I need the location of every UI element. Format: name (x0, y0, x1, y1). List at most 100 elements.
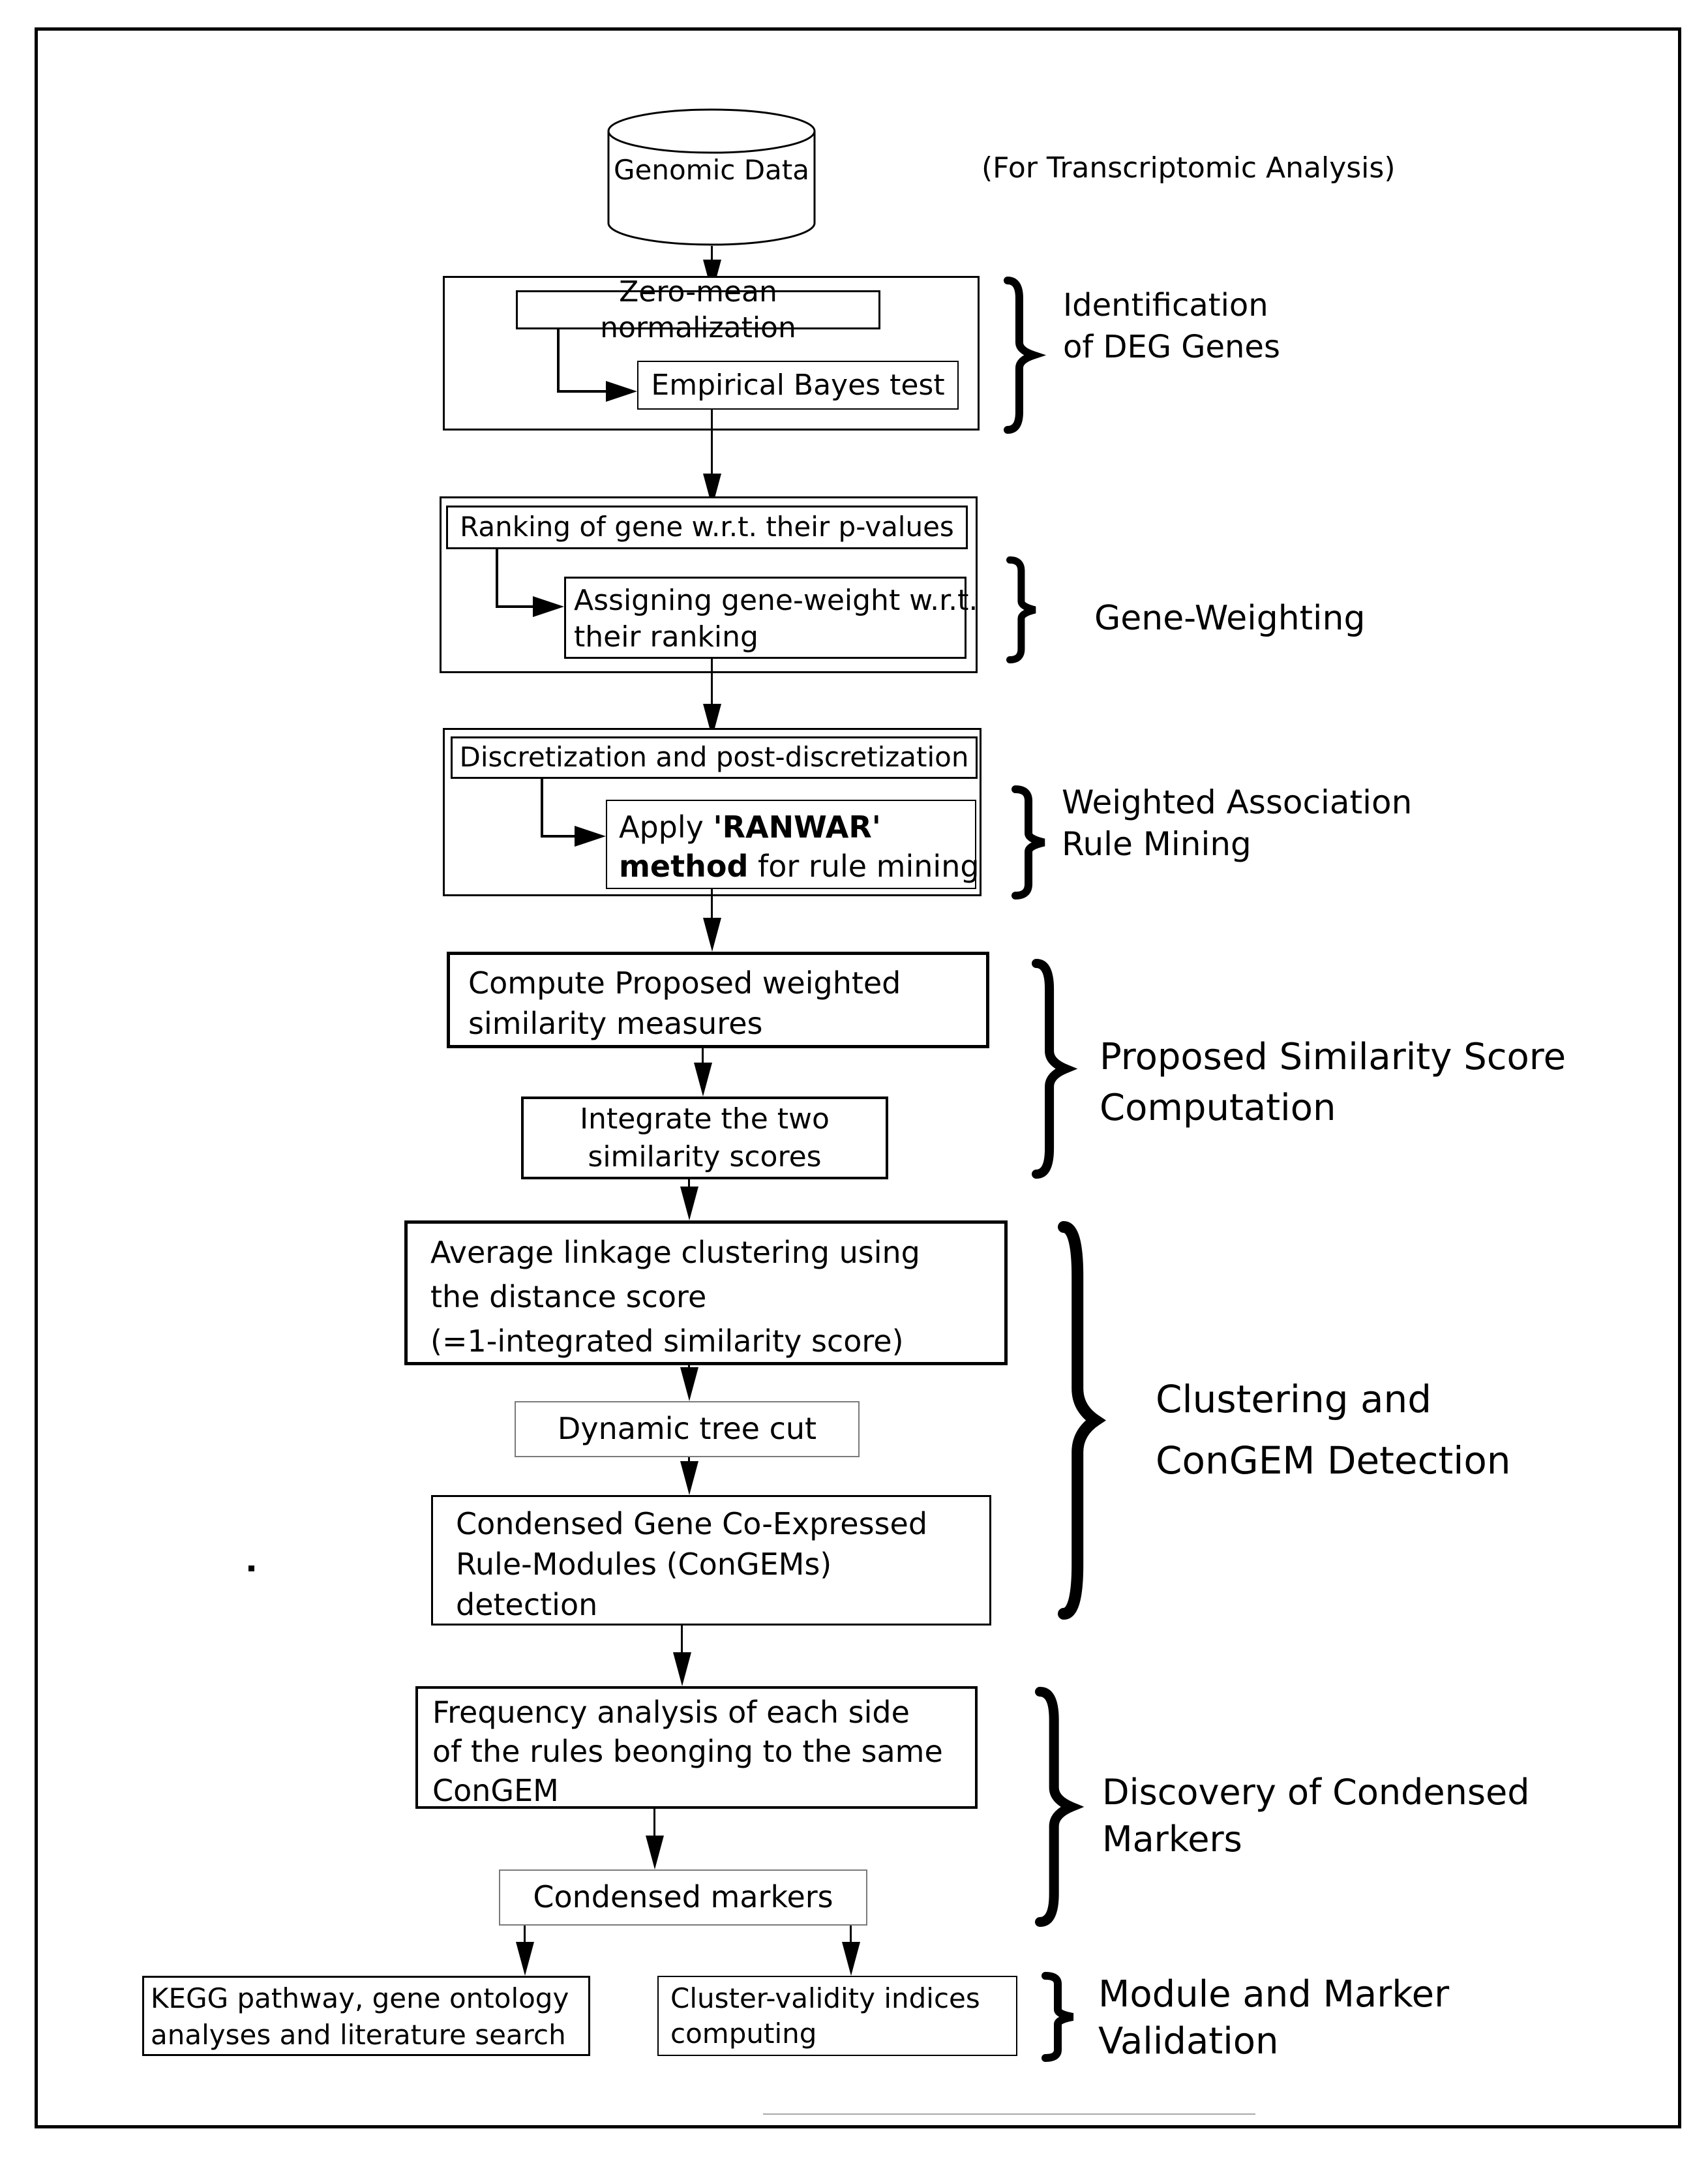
stage-label-line: Rule Mining (1062, 825, 1251, 863)
stage-label-gene-weighting: Gene-Weighting (1094, 597, 1365, 641)
arrowhead-down-icon (516, 1942, 534, 1976)
congems-line: detection (456, 1587, 598, 1622)
arrowhead-down-icon (680, 1367, 698, 1401)
box-apply-ranwar: Apply 'RANWAR' method for rule mining (606, 800, 980, 889)
arrowhead-down-icon (673, 1652, 691, 1686)
flow-line (653, 1809, 655, 1836)
stage-label-line: Markers (1102, 1819, 1242, 1860)
frequency-line: Frequency analysis of each side (432, 1695, 910, 1730)
stage-label-similarity-score: Proposed Similarity Score Computation (1100, 1032, 1566, 1134)
kegg-line: KEGG pathway, gene ontology (151, 1982, 569, 2014)
box-condensed-markers: Condensed markers (499, 1869, 867, 1926)
flow-line (711, 659, 713, 704)
elbow-line (557, 328, 560, 391)
ranwar-text: Apply (619, 809, 713, 845)
arrowhead-right-icon (575, 826, 606, 847)
flow-line (850, 1926, 852, 1942)
brace-similarity-score (1032, 959, 1078, 1179)
flow-line (711, 889, 713, 918)
stage-label-discovery: Discovery of Condensed Markers (1102, 1769, 1530, 1863)
database-cylinder-icon (607, 108, 816, 246)
stage-label-line: of DEG Genes (1063, 329, 1280, 365)
genomic-data-label: Genomic Data (613, 154, 809, 186)
brace-rule-mining (1011, 785, 1045, 900)
compute-line: similarity measures (468, 1006, 763, 1041)
bottom-divider-line (763, 2113, 1255, 2115)
box-assigning-weight: Assigning gene-weight w.r.t. their ranki… (564, 577, 978, 659)
flow-line (702, 1048, 704, 1063)
congems-line: Condensed Gene Co-Expressed (456, 1506, 928, 1541)
arrowhead-down-icon (703, 918, 721, 952)
stage-label-line: Identification (1063, 287, 1268, 324)
average-line: the distance score (430, 1279, 707, 1314)
condensed-markers-label: Condensed markers (533, 1879, 833, 1915)
box-kegg-pathway: KEGG pathway, gene ontology analyses and… (142, 1976, 590, 2056)
kegg-line: analyses and literature search (151, 2019, 566, 2051)
integrate-line: similarity scores (588, 1140, 822, 1173)
average-line: Average linkage clustering using (430, 1235, 920, 1270)
stage-label-line: Proposed Similarity Score (1100, 1036, 1566, 1078)
arrowhead-down-icon (680, 1461, 698, 1495)
box-empirical-bayes: Empirical Bayes test (637, 361, 959, 410)
elbow-line (541, 835, 576, 838)
stage-label-line: Computation (1100, 1087, 1336, 1129)
brace-discovery (1035, 1687, 1085, 1927)
frequency-line: ConGEM (432, 1773, 559, 1808)
flow-line (688, 1179, 690, 1187)
stage-label-line: Module and Marker (1098, 1973, 1450, 2016)
elbow-line (496, 605, 534, 608)
stage-label-line: Gene-Weighting (1094, 599, 1366, 638)
arrowhead-down-icon (842, 1942, 860, 1976)
empirical-bayes-label: Empirical Bayes test (651, 369, 945, 402)
flow-line (524, 1926, 526, 1942)
stage-label-rule-mining: Weighted Association Rule Mining (1062, 781, 1412, 865)
validity-line: Cluster-validity indices (670, 1982, 980, 2014)
brace-validation (1041, 1972, 1074, 2062)
elbow-line (541, 779, 543, 838)
ranwar-bold-text: method (619, 849, 749, 884)
stage-label-identification: Identification of DEG Genes (1063, 284, 1280, 368)
dynamic-tree-cut-label: Dynamic tree cut (557, 1411, 817, 1447)
flow-line (711, 410, 713, 474)
stage-label-line: Weighted Association (1062, 783, 1413, 821)
box-cluster-validity: Cluster-validity indices computing (657, 1976, 1017, 2056)
arrowhead-down-icon (680, 1187, 698, 1220)
flow-line (681, 1626, 683, 1652)
stage-label-clustering: Clustering and ConGEM Detection (1156, 1369, 1511, 1491)
ranwar-line-1: Apply 'RANWAR' (619, 808, 975, 847)
transcriptomic-annotation: (For Transcriptomic Analysis) (981, 151, 1396, 185)
stage-label-line: Clustering and (1156, 1377, 1432, 1421)
flow-line (688, 1457, 690, 1462)
ranwar-text: for rule mining (748, 849, 980, 884)
brace-gene-weighting (1006, 556, 1036, 663)
box-ranking: Ranking of gene w.r.t. their p-values (446, 506, 968, 549)
ranwar-bold-text: 'RANWAR' (713, 809, 881, 845)
brace-clustering (1058, 1221, 1107, 1620)
stage-label-validation: Module and Marker Validation (1098, 1971, 1449, 2065)
box-compute-similarity: Compute Proposed weighted similarity mea… (447, 952, 989, 1048)
validity-line: computing (670, 2018, 817, 2050)
stage-label-line: Discovery of Condensed (1102, 1772, 1530, 1813)
stray-dot (248, 1566, 254, 1571)
compute-line: Compute Proposed weighted (468, 965, 901, 1001)
arrowhead-down-icon (646, 1836, 664, 1869)
arrowhead-down-icon (694, 1063, 712, 1097)
frequency-line: of the rules beonging to the same (432, 1734, 943, 1769)
box-frequency-analysis: Frequency analysis of each side of the r… (415, 1686, 978, 1809)
zero-mean-label: Zero-mean normalization (600, 275, 796, 344)
congems-line: Rule-Modules (ConGEMs) (456, 1547, 832, 1582)
integrate-line: Integrate the two (580, 1102, 830, 1136)
box-dynamic-tree-cut: Dynamic tree cut (515, 1401, 860, 1457)
assigning-line: their ranking (574, 620, 758, 654)
box-discretization: Discretization and post-discretization (451, 736, 978, 779)
ranwar-line-2: method for rule mining (619, 847, 980, 886)
elbow-line (557, 390, 607, 393)
box-integrate-scores: Integrate the two similarity scores (521, 1097, 888, 1179)
flow-line (711, 246, 713, 262)
assigning-line: Assigning gene-weight w.r.t. (574, 584, 978, 617)
average-line: (=1-integrated similarity score) (430, 1324, 904, 1359)
box-zero-mean-normalization: Zero-mean normalization (516, 275, 880, 344)
stage-label-line: ConGEM Detection (1156, 1438, 1511, 1483)
stage-label-line: Validation (1098, 2020, 1279, 2063)
